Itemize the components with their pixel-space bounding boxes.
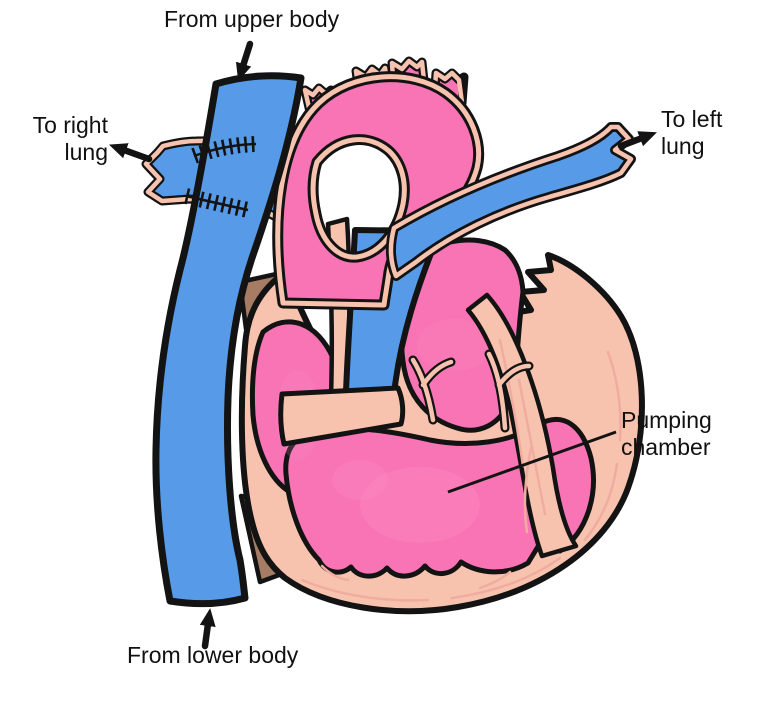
aorta-branch-stub-rims	[302, 58, 465, 115]
chamber-highlight	[332, 460, 388, 500]
label-from-lower-body: From lower body	[127, 642, 299, 668]
pumping-chamber-shape	[283, 417, 596, 579]
wall-texture	[300, 338, 622, 602]
left-pulmonary-artery-rim	[388, 124, 634, 279]
chordae-branches	[408, 349, 534, 433]
label-from-upper-body: From upper body	[164, 6, 340, 32]
pumping-chamber-leader-line	[447, 430, 617, 494]
suture-line-lower	[184, 188, 250, 218]
label-to-right-lung: To right lung	[32, 112, 108, 165]
upper-body-arrow-icon	[235, 40, 254, 82]
label-pumping-chamber: Pumping chamber	[621, 407, 712, 460]
right-lung-arrow-icon	[108, 143, 153, 163]
suture-line-upper	[191, 136, 257, 164]
aorta-root-cuff	[278, 385, 406, 447]
vena-cava-vessel	[152, 72, 305, 608]
chamber-highlight	[417, 319, 493, 371]
chamber-highlight	[360, 467, 480, 543]
lower-body-arrow-icon	[199, 608, 216, 650]
label-to-left-lung: To left lung	[661, 106, 723, 159]
left-lung-arrow-icon	[617, 131, 657, 150]
